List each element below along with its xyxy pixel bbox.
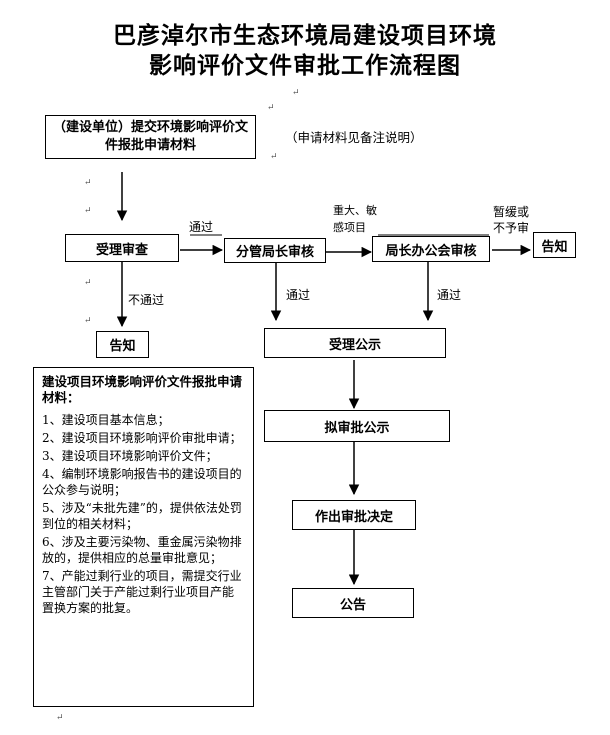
accept-review-box: 受理审查	[65, 234, 179, 262]
paragraph-mark: ↵	[270, 152, 278, 162]
label-suspend-2: 不予审	[493, 221, 530, 235]
director-review-box: 分管局长审核	[224, 238, 326, 263]
submit-box-label: （建设单位）提交环境影响评价文件报批申请材料	[52, 120, 248, 153]
label-pass-3: 通过	[437, 288, 462, 302]
title-line-1: 巴彦淖尔市生态环境局建设项目环境	[113, 22, 497, 49]
office-meeting-box: 局长办公会审核	[372, 236, 490, 262]
notes-item: 2、建设项目环境影响评价审批申请；	[42, 431, 242, 445]
paragraph-mark: ↵	[84, 278, 92, 288]
notes-item: 5、涉及“未批先建”的，提供依法处罚到位的相关材料；	[42, 501, 242, 531]
materials-note: （申请材料见备注说明）	[285, 130, 423, 145]
notify-right-box: 告知	[533, 232, 576, 258]
label-pass-1: 通过	[189, 220, 214, 234]
notify-left-box: 告知	[96, 331, 149, 358]
public-notice-box: 受理公示	[264, 328, 446, 358]
submit-box: （建设单位）提交环境影响评价文件报批申请材料	[45, 115, 256, 159]
proposed-notice-box: 拟审批公示	[264, 410, 450, 442]
notes-item: 4、编制环境影响报告书的建设项目的公众参与说明；	[42, 467, 242, 497]
notes-item: 1、建设项目基本信息；	[42, 413, 170, 427]
label-fail: 不通过	[128, 293, 165, 307]
paragraph-mark: ↵	[56, 713, 64, 723]
notes-title: 建设项目环境影响评价文件报批申请材料：	[42, 374, 243, 405]
paragraph-mark: ↵	[84, 316, 92, 326]
label-suspend-1: 暂缓或	[493, 205, 530, 219]
notes-item: 7、产能过剩行业的项目，需提交行业主管部门关于产能过剩行业项目产能置换方案的批复…	[42, 569, 242, 615]
notes-item: 6、涉及主要污染物、重金属污染物排放的，提供相应的总量审批意见；	[42, 535, 242, 565]
title-line-2: 影响评价文件审批工作流程图	[149, 52, 461, 79]
paragraph-mark: ↵	[84, 178, 92, 188]
label-pass-2: 通过	[286, 288, 311, 302]
paragraph-mark: ↵	[84, 206, 92, 216]
label-major-2: 感项目	[333, 221, 366, 234]
decision-box: 作出审批决定	[292, 500, 416, 530]
announcement-box: 公告	[292, 588, 414, 618]
notes-item: 3、建设项目环境影响评价文件；	[42, 449, 218, 463]
notes-box: 建设项目环境影响评价文件报批申请材料： 1、建设项目基本信息； 2、建设项目环境…	[33, 367, 254, 707]
label-major-1: 重大、敏	[333, 204, 377, 217]
paragraph-mark: ↵	[267, 103, 275, 113]
paragraph-mark: ↵	[292, 88, 300, 98]
